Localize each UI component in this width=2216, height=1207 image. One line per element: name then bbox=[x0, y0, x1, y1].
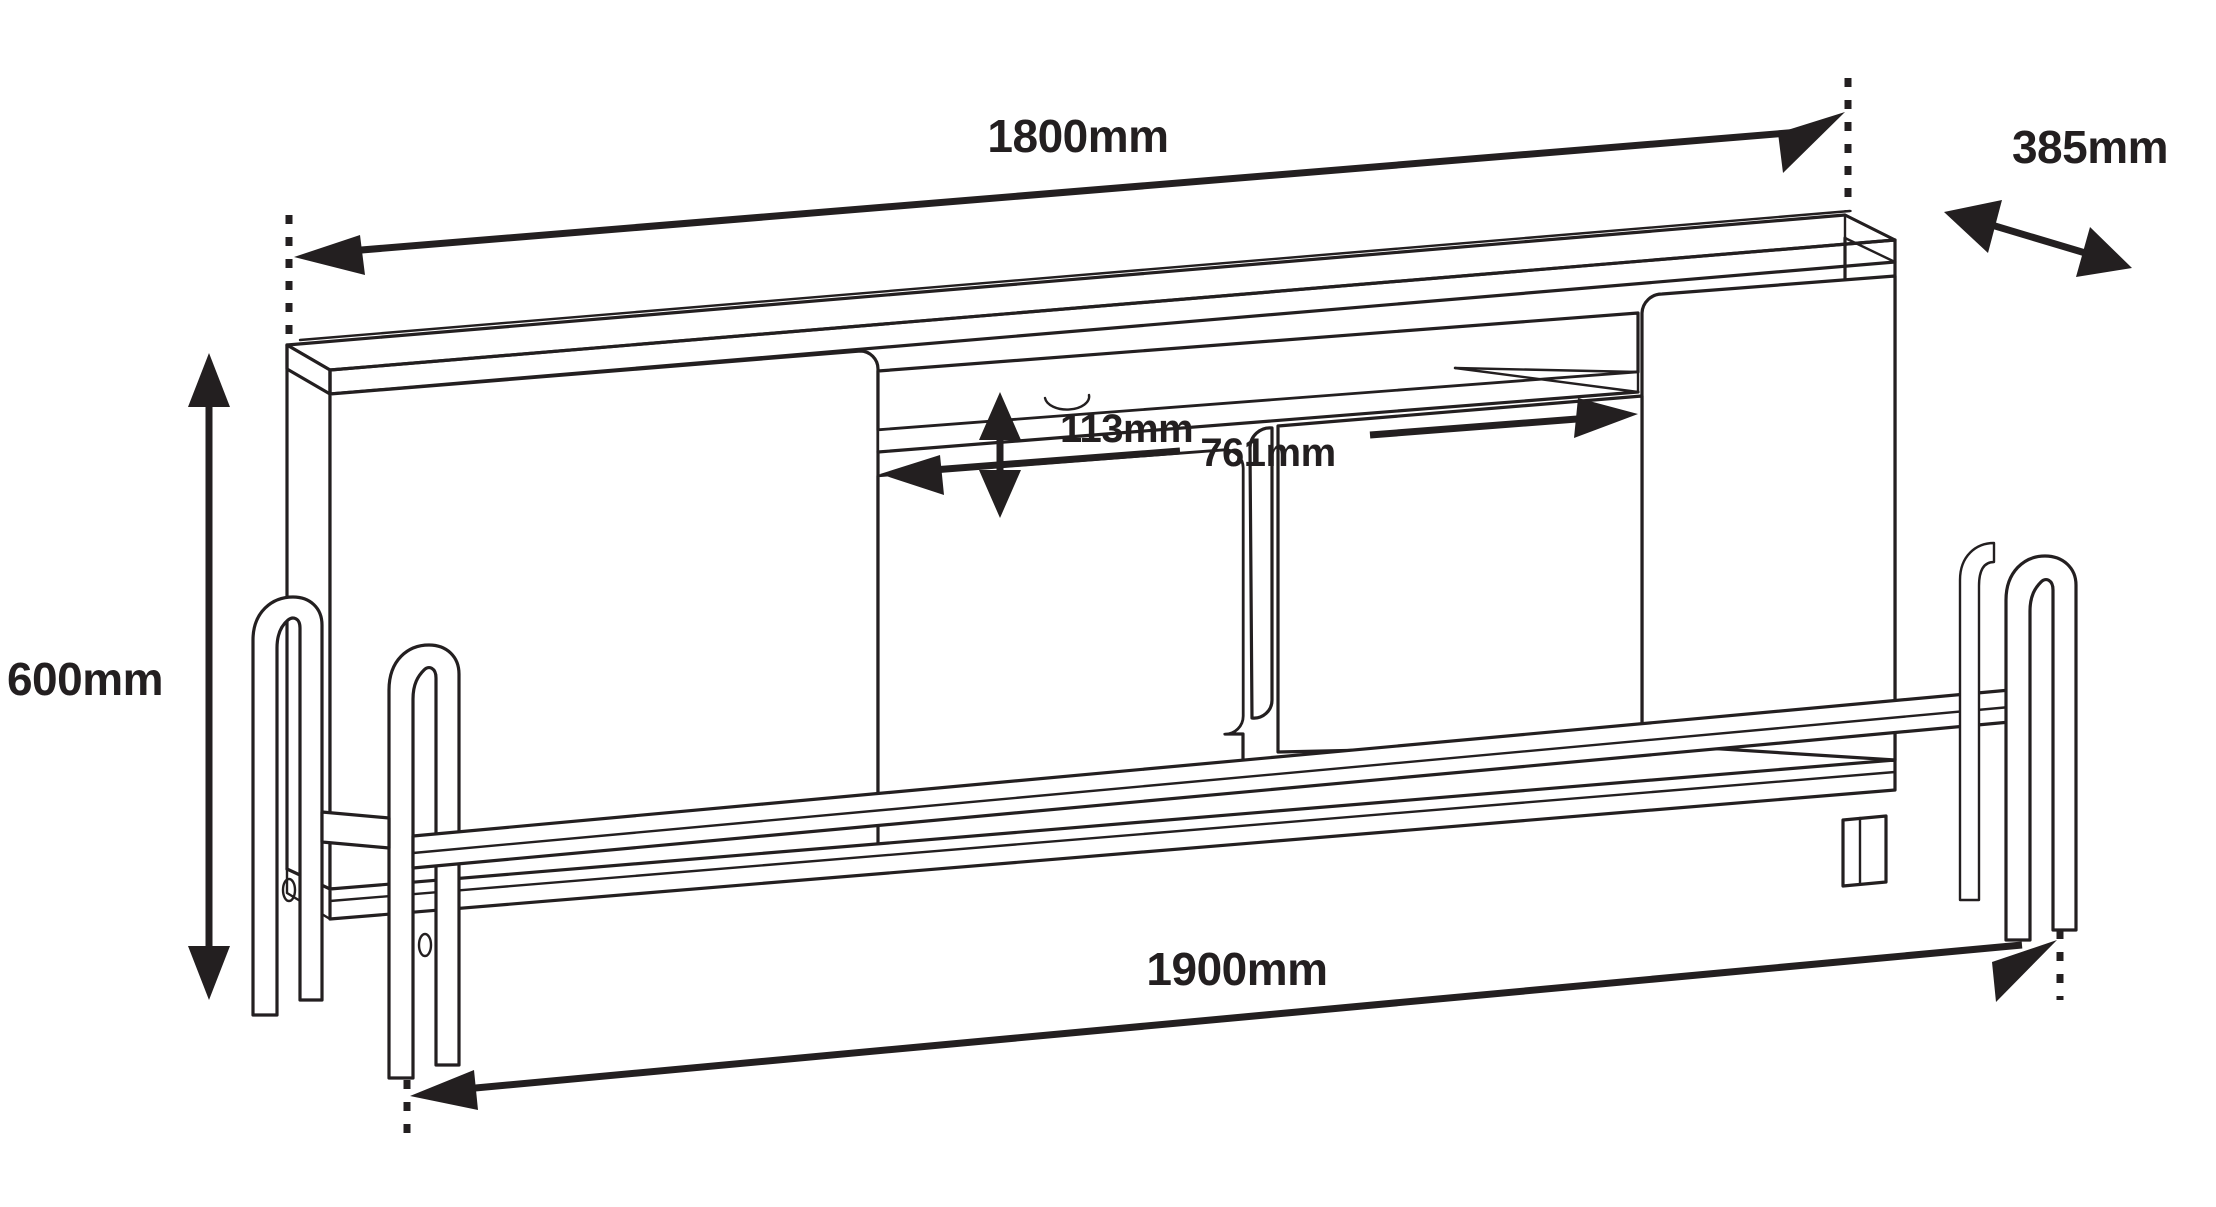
arrow-761-left bbox=[880, 455, 944, 495]
cable-notch bbox=[1043, 393, 1091, 411]
leg-back-left bbox=[251, 595, 324, 1017]
dim-line-1900 bbox=[442, 941, 2023, 1095]
open-shelf-top-edge bbox=[876, 311, 1640, 373]
furniture-body bbox=[251, 209, 2078, 1080]
dim-label-1800mm: 1800mm bbox=[987, 110, 1168, 162]
dimension-600mm: 600mm bbox=[7, 353, 230, 1000]
leg-front-left-screw-hole bbox=[417, 932, 433, 958]
arrow-385-upper-left bbox=[1944, 200, 2002, 253]
carcass-bottom-rail bbox=[328, 758, 1897, 921]
left-leg-cross-rail-edge bbox=[320, 840, 391, 850]
top-panel-right-corner bbox=[1843, 236, 1897, 264]
arrow-113-top bbox=[979, 392, 1021, 440]
open-shelf-perspective-diagonal bbox=[1453, 366, 1640, 394]
arrow-600-bottom bbox=[188, 946, 230, 1000]
arrow-1800-right bbox=[1778, 112, 1845, 173]
leg-back-left-screw-hole bbox=[281, 877, 297, 903]
center-drawer-divider-handle bbox=[1248, 426, 1274, 720]
dim-line-1800 bbox=[324, 127, 1813, 257]
open-shelf-floor-front-edge bbox=[876, 390, 1640, 454]
top-panel-back-edge bbox=[298, 209, 1852, 342]
arrow-600-top bbox=[188, 353, 230, 407]
dimension-385mm: 385mm bbox=[1944, 121, 2169, 277]
right-door-panel[interactable] bbox=[1640, 274, 1897, 762]
leg-front-left bbox=[387, 643, 461, 1080]
arrow-385-lower-right bbox=[2076, 227, 2132, 277]
arrow-1800-left bbox=[294, 235, 365, 275]
dim-label-1900mm: 1900mm bbox=[1146, 943, 1327, 995]
dimension-annotations: 1800mm 385mm 600mm 113mm bbox=[7, 78, 2169, 1140]
dimension-1800mm: 1800mm bbox=[285, 78, 1852, 345]
dim-label-600mm: 600mm bbox=[7, 653, 163, 705]
dim-line-385 bbox=[1983, 219, 2094, 259]
dimension-761mm: 761mm bbox=[880, 398, 1638, 495]
open-shelf-perspective-diagonal-2 bbox=[1453, 366, 1640, 374]
carcass-bottom-rail-seam bbox=[328, 770, 1897, 903]
arrow-1900-left bbox=[410, 1070, 478, 1110]
dimension-113mm: 113mm bbox=[979, 392, 1194, 518]
dim-label-113mm: 113mm bbox=[1060, 407, 1193, 451]
dim-label-385mm: 385mm bbox=[2012, 121, 2168, 173]
bottom-stretcher-rail-seam bbox=[411, 705, 2012, 855]
arrow-761-right bbox=[1574, 398, 1638, 438]
dim-line-761-right-seg bbox=[1369, 414, 1591, 439]
dim-line-761-left-seg bbox=[919, 447, 1181, 475]
leg-front-right bbox=[2004, 554, 2078, 942]
arrow-1900-right bbox=[1992, 940, 2057, 1002]
arrow-113-bottom bbox=[979, 470, 1021, 518]
dimension-1900mm: 1900mm bbox=[403, 930, 2064, 1140]
leg-back-right bbox=[1958, 541, 1996, 902]
center-support-foot bbox=[1841, 814, 1888, 888]
dim-label-761mm: 761mm bbox=[1200, 431, 1335, 475]
center-left-drawer-rounded-edge bbox=[876, 448, 1245, 736]
